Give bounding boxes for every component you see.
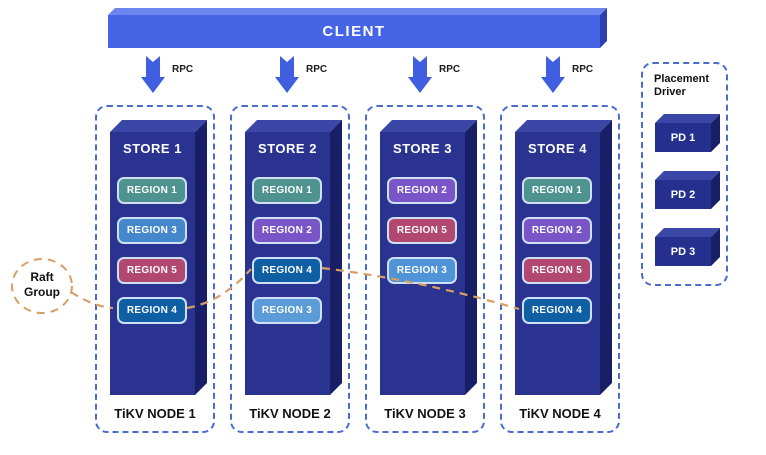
placement-driver-title: Placement Driver: [654, 73, 709, 99]
pd-3: PD 3: [655, 237, 711, 266]
client-bar-top-bevel: [108, 8, 607, 15]
store-3: STORE 3 REGION 2 REGION 5 REGION 3: [380, 132, 465, 395]
pd-side-bevel: [711, 228, 720, 266]
region-chip: REGION 4: [522, 297, 592, 324]
pd-top-bevel: [655, 228, 720, 237]
region-chip: REGION 5: [522, 257, 592, 284]
rpc-arrow-icon: [408, 56, 432, 93]
rpc-label: RPC: [439, 64, 461, 75]
rpc-label: RPC: [172, 64, 194, 75]
client-bar: CLIENT: [108, 15, 600, 48]
store-side-bevel: [330, 120, 342, 395]
placement-driver-title-line1: Placement: [654, 73, 710, 85]
tikv-node-2: STORE 2 REGION 1 REGION 2 REGION 4 REGIO…: [230, 105, 350, 433]
tikv-node-1: STORE 1 REGION 1 REGION 3 REGION 5 REGIO…: [95, 105, 215, 433]
node-title: TiKV NODE 1: [114, 406, 196, 421]
region-chip: REGION 5: [387, 217, 457, 244]
region-chip: REGION 2: [522, 217, 592, 244]
region-chip: REGION 3: [117, 217, 187, 244]
raft-group-label: Raft Group: [14, 270, 70, 300]
client-label: CLIENT: [322, 23, 386, 40]
rpc-label: RPC: [306, 64, 328, 75]
client-bar-side-bevel: [600, 8, 607, 48]
rpc-arrow-icon: [541, 56, 565, 93]
store-1: STORE 1 REGION 1 REGION 3 REGION 5 REGIO…: [110, 132, 195, 395]
raft-group-label-line2: Group: [24, 285, 60, 299]
pd-side-bevel: [711, 171, 720, 209]
store-top-bevel: [110, 120, 207, 132]
pd-top-bevel: [655, 171, 720, 180]
rpc-arrow-icon: [275, 56, 299, 93]
region-chip: REGION 1: [522, 177, 592, 204]
raft-group-label-line1: Raft: [30, 270, 54, 284]
region-chip: REGION 3: [387, 257, 457, 284]
rpc-label: RPC: [572, 64, 594, 75]
region-chip: REGION 2: [387, 177, 457, 204]
pd-top-bevel: [655, 114, 720, 123]
store-top-bevel: [515, 120, 612, 132]
placement-driver-title-line2: Driver: [654, 86, 686, 98]
region-chip: REGION 2: [252, 217, 322, 244]
store-side-bevel: [195, 120, 207, 395]
region-chip: REGION 1: [117, 177, 187, 204]
node-title: TiKV NODE 4: [519, 406, 601, 421]
region-chip: REGION 1: [252, 177, 322, 204]
node-title: TiKV NODE 3: [384, 406, 466, 421]
store-title: STORE 1: [123, 141, 182, 156]
region-chip: REGION 5: [117, 257, 187, 284]
region-chip: REGION 3: [252, 297, 322, 324]
store-side-bevel: [600, 120, 612, 395]
store-top-bevel: [245, 120, 342, 132]
rpc-arrow-icon: [141, 56, 165, 93]
region-chip: REGION 4: [117, 297, 187, 324]
store-4: STORE 4 REGION 1 REGION 2 REGION 5 REGIO…: [515, 132, 600, 395]
node-title: TiKV NODE 2: [249, 406, 331, 421]
region-chip: REGION 4: [252, 257, 322, 284]
pd-side-bevel: [711, 114, 720, 152]
store-title: STORE 4: [528, 141, 587, 156]
store-top-bevel: [380, 120, 477, 132]
store-side-bevel: [465, 120, 477, 395]
placement-driver-panel: Placement Driver PD 1 PD 2 PD 3: [641, 62, 728, 286]
pd-1: PD 1: [655, 123, 711, 152]
store-title: STORE 3: [393, 141, 452, 156]
tikv-node-3: STORE 3 REGION 2 REGION 5 REGION 3 TiKV …: [365, 105, 485, 433]
store-title: STORE 2: [258, 141, 317, 156]
tikv-node-4: STORE 4 REGION 1 REGION 2 REGION 5 REGIO…: [500, 105, 620, 433]
store-2: STORE 2 REGION 1 REGION 2 REGION 4 REGIO…: [245, 132, 330, 395]
pd-2: PD 2: [655, 180, 711, 209]
